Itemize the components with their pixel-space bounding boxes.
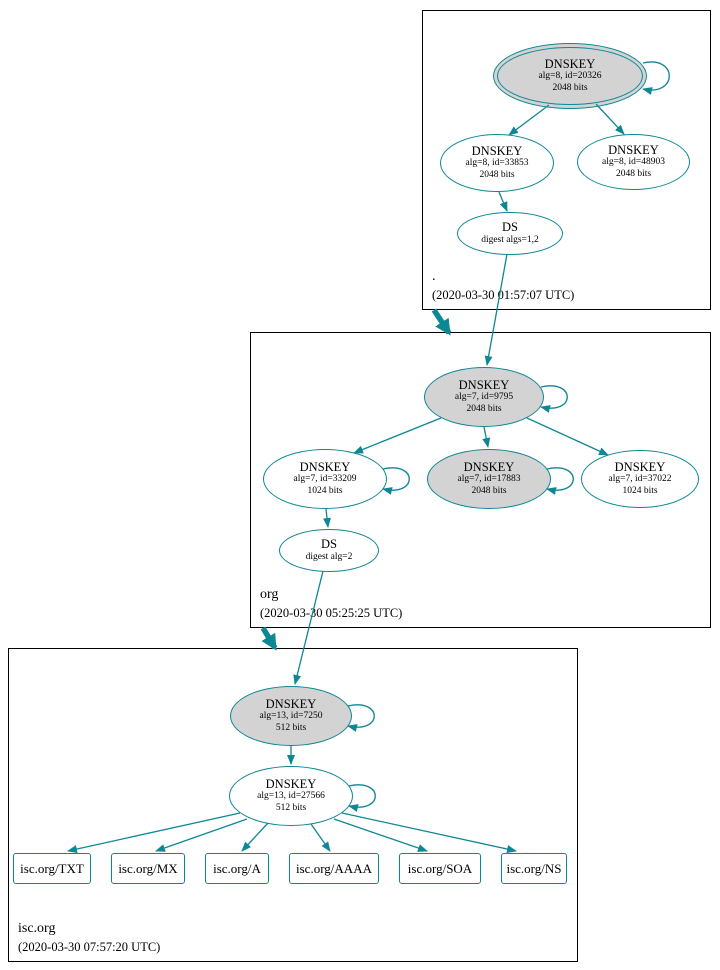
rrset-node-isc-org-txt: isc.org/TXT	[13, 853, 91, 884]
node-detail: alg=7, id=9795	[454, 392, 514, 403]
ds-node-org-in-root: DS digest algs=1,2	[457, 212, 563, 255]
node-title: DS	[502, 220, 518, 235]
zone-label-root: .	[432, 269, 436, 284]
node-title: DNSKEY	[458, 377, 510, 392]
node-detail: alg=7, id=37022	[608, 474, 672, 485]
rrset-node-isc-org-a: isc.org/A	[205, 853, 269, 884]
node-title: DNSKEY	[265, 696, 317, 711]
node-title: DNSKEY	[471, 143, 523, 158]
zone-timestamp-isc-org: (2020-03-30 07:57:20 UTC)	[18, 940, 161, 954]
dnskey-node-org-zsk-33209: DNSKEY alg=7, id=33209 1024 bits	[263, 449, 387, 509]
dnskey-node-root-zsk-33853: DNSKEY alg=8, id=33853 2048 bits	[440, 134, 554, 192]
dnskey-node-org-37022: DNSKEY alg=7, id=37022 1024 bits	[581, 450, 699, 508]
node-detail: digest alg=2	[305, 551, 353, 562]
node-detail: 512 bits	[275, 723, 307, 734]
rrset-label: isc.org/MX	[118, 860, 178, 876]
node-title: DNSKEY	[265, 776, 317, 791]
delegation-arrow-root-to-org	[431, 308, 452, 336]
zone-timestamp-org: (2020-03-30 05:25:25 UTC)	[260, 606, 403, 620]
node-detail: alg=8, id=20326	[538, 71, 602, 82]
node-title: DS	[321, 537, 337, 552]
dnskey-node-org-ksk-9795: DNSKEY alg=7, id=9795 2048 bits	[424, 367, 544, 427]
zone-label-org: org	[260, 587, 279, 602]
node-detail: 2048 bits	[615, 169, 652, 180]
node-detail: 1024 bits	[307, 486, 343, 497]
node-title: DNSKEY	[299, 459, 351, 474]
rrset-node-isc-org-mx: isc.org/MX	[111, 853, 185, 884]
node-detail: alg=7, id=17883	[457, 474, 521, 485]
rrset-label: isc.org/AAAA	[296, 860, 372, 876]
rrset-label: isc.org/SOA	[407, 860, 473, 876]
node-detail: 1024 bits	[622, 486, 658, 497]
node-detail: alg=13, id=7250	[259, 711, 323, 722]
dnskey-node-isc-zsk-27566: DNSKEY alg=13, id=27566 512 bits	[229, 766, 353, 826]
node-detail: 512 bits	[275, 803, 307, 814]
node-detail: alg=8, id=33853	[465, 158, 529, 169]
node-detail: 2048 bits	[552, 83, 588, 94]
node-detail: 2048 bits	[479, 170, 515, 181]
dnskey-node-isc-ksk-7250: DNSKEY alg=13, id=7250 512 bits	[230, 686, 352, 746]
node-title: DNSKEY	[614, 459, 666, 474]
node-detail: alg=8, id=48903	[602, 157, 665, 168]
node-title: DNSKEY	[544, 56, 596, 71]
rrset-node-isc-org-aaaa: isc.org/AAAA	[289, 853, 379, 884]
rrset-label: isc.org/A	[213, 860, 261, 876]
rrset-label: isc.org/TXT	[20, 860, 84, 876]
rrset-node-isc-org-soa: isc.org/SOA	[399, 853, 481, 884]
node-detail: alg=7, id=33209	[293, 474, 357, 485]
node-detail: digest algs=1,2	[481, 234, 539, 245]
node-detail: alg=13, id=27566	[257, 791, 325, 802]
zone-timestamp-root: (2020-03-30 01:57:07 UTC)	[432, 288, 575, 302]
zone-label-isc-org: isc.org	[18, 921, 56, 936]
ds-node-isc-org-in-org: DS digest alg=2	[279, 529, 379, 572]
node-title: DNSKEY	[463, 459, 515, 474]
dnskey-node-root-48903: DNSKEY alg=8, id=48903 2048 bits	[577, 134, 690, 190]
delegation-arrow-org-to-isc	[260, 626, 278, 651]
node-detail: 2048 bits	[466, 404, 502, 415]
rrset-label: isc.org/NS	[506, 860, 562, 876]
node-title: DNSKEY	[608, 142, 659, 157]
node-detail: 2048 bits	[471, 486, 507, 497]
dnskey-node-root-ksk-20326: DNSKEY alg=8, id=20326 2048 bits	[493, 43, 647, 109]
rrset-node-isc-org-ns: isc.org/NS	[501, 853, 567, 884]
dnskey-node-org-17883: DNSKEY alg=7, id=17883 2048 bits	[427, 449, 551, 509]
